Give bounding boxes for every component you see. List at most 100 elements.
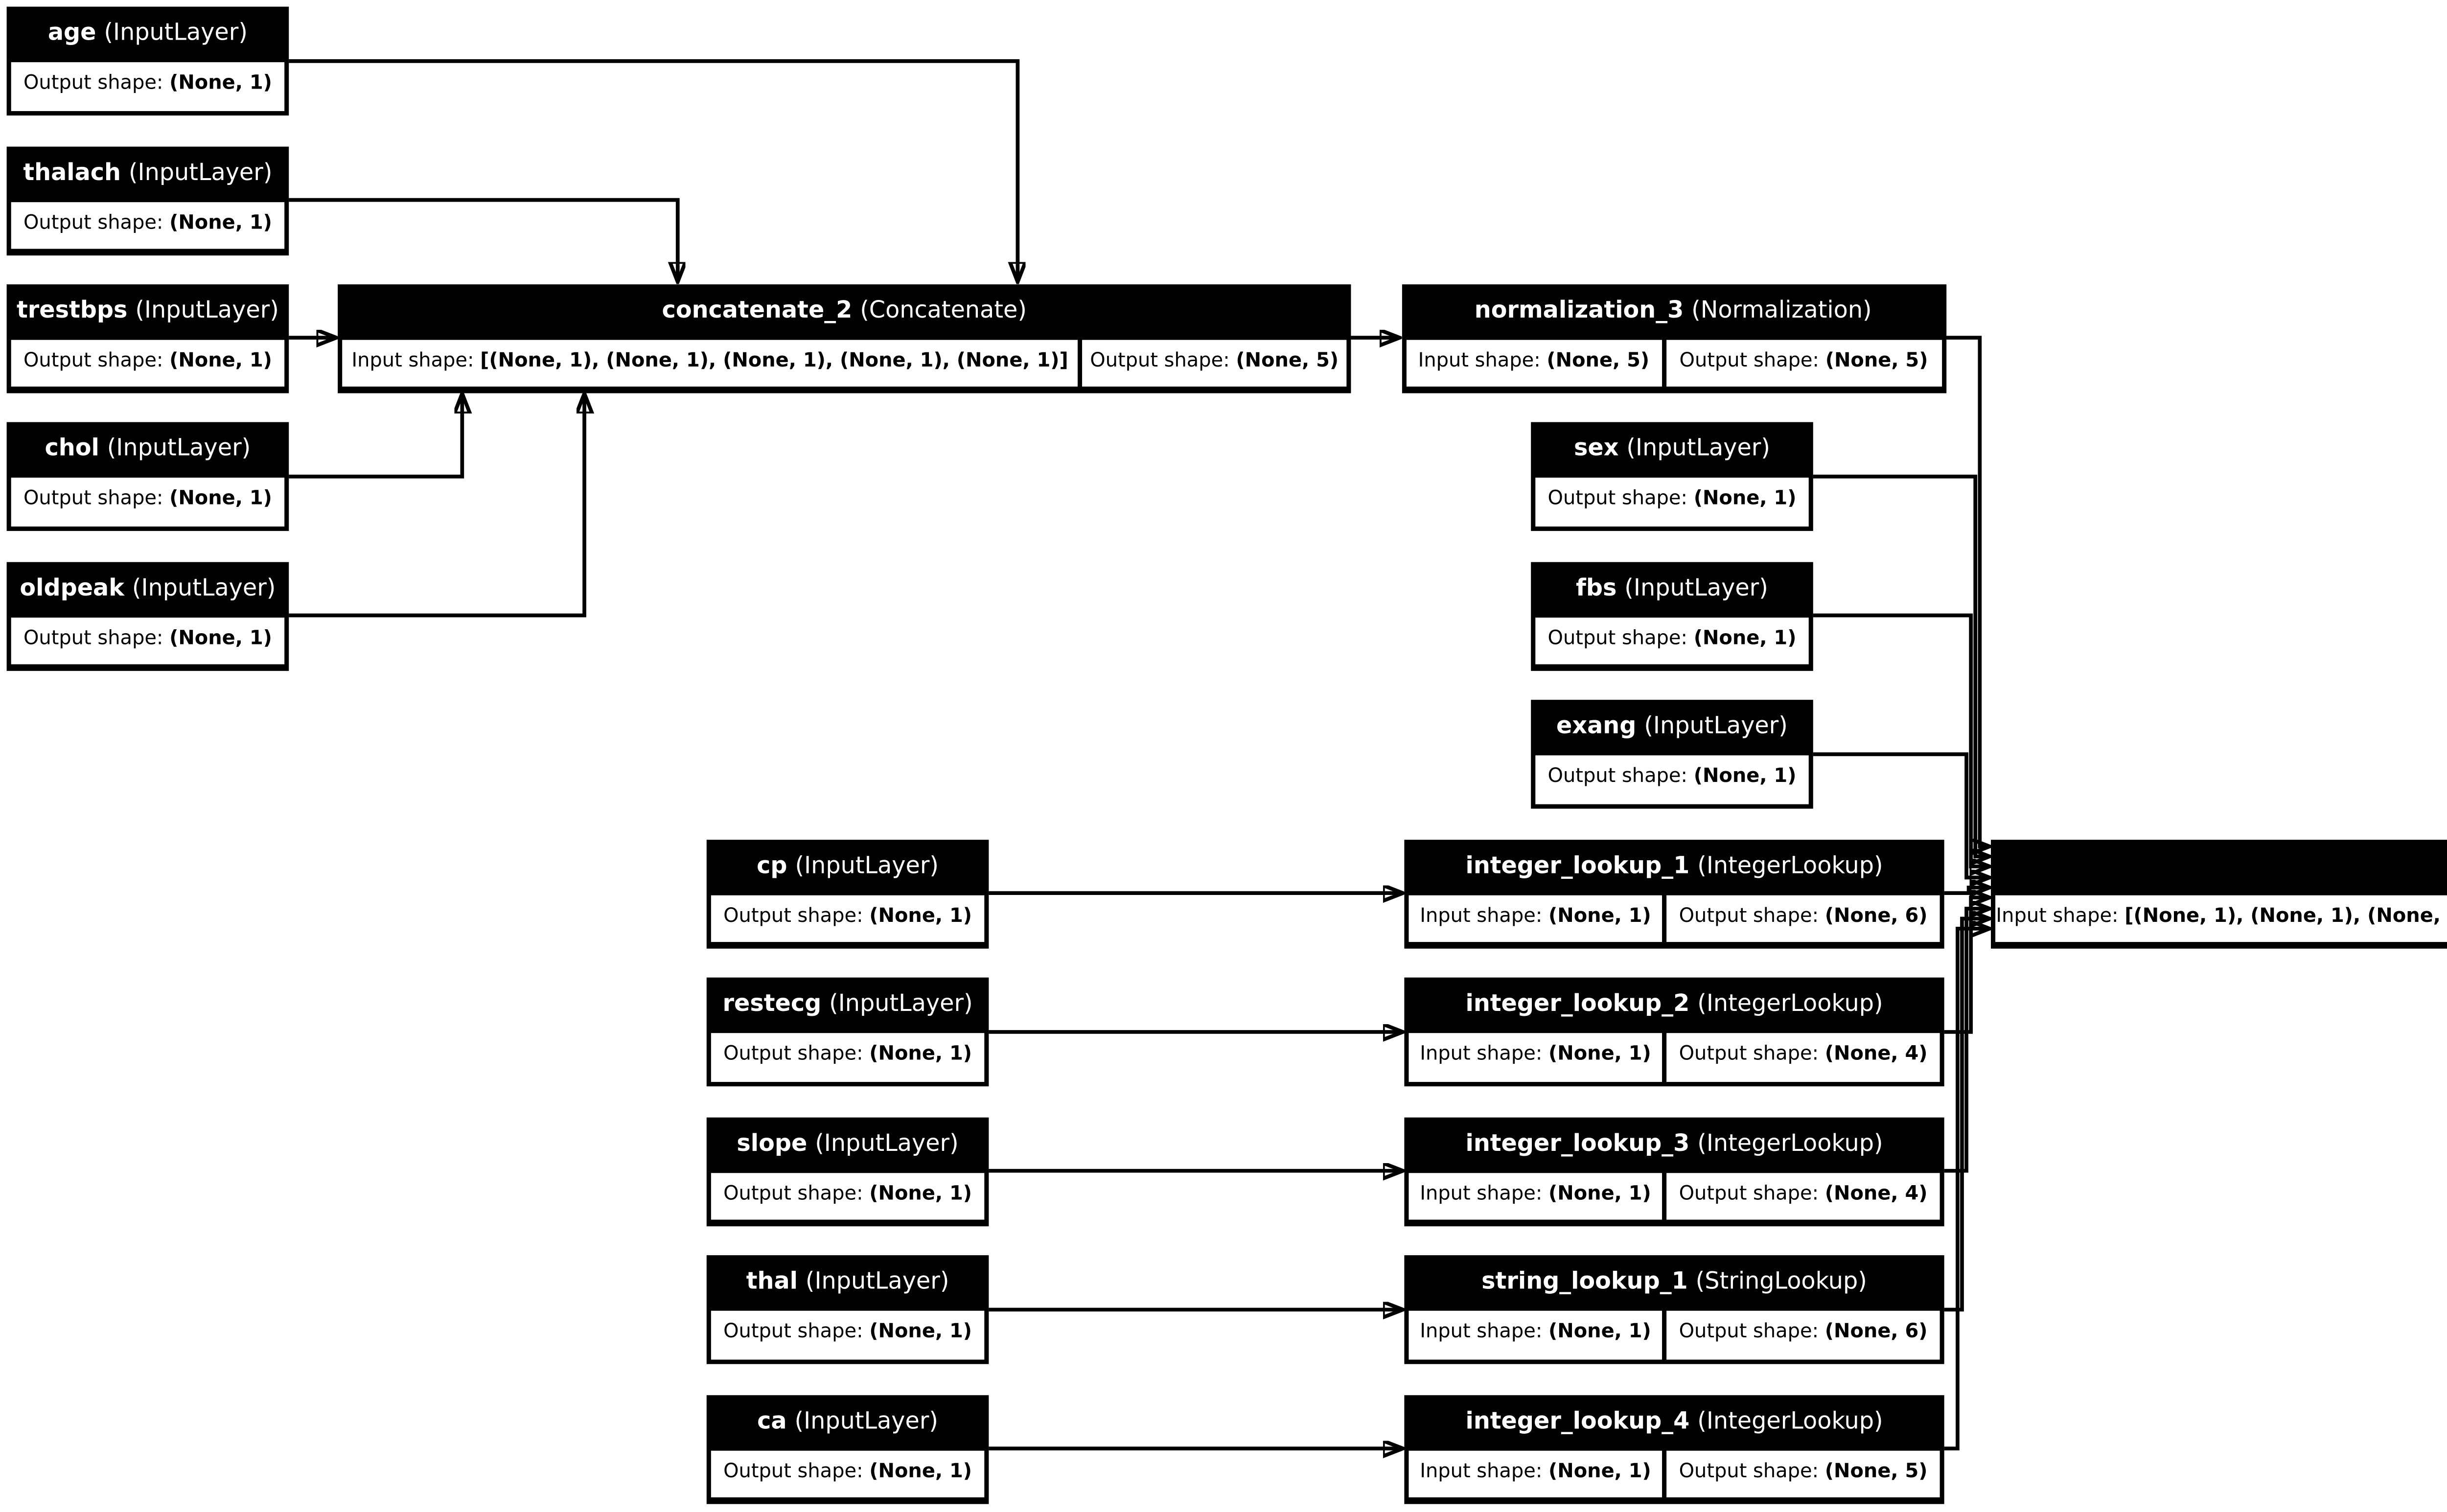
layer-title: normalization_3(Normalization) [1401, 283, 1945, 339]
shape-cell: Output shape: (None, 4) [1666, 1033, 1940, 1081]
edge-string_lookup_1-to-concatenate_3 [1944, 918, 1989, 1312]
shape-label: Output shape: [1679, 350, 1825, 373]
shape-label: Input shape: [1420, 1461, 1549, 1484]
shape-cell: Input shape: (None, 1) [1408, 894, 1662, 942]
shape-cells: Output shape: (None, 1) [711, 1449, 985, 1498]
layer-title: age(InputLayer) [7, 7, 289, 63]
shape-label: Output shape: [1547, 767, 1694, 790]
layer-type: (IntegerLookup) [1697, 852, 1883, 879]
shape-value: (None, 5) [1824, 1461, 1928, 1484]
layer-node-ca: ca(InputLayer)Output shape: (None, 1) [706, 1394, 989, 1503]
shape-value: (None, 1) [869, 1184, 972, 1206]
shape-cells: Input shape: (None, 1)Output shape: (Non… [1408, 894, 1940, 942]
layer-type: (Normalization) [1691, 297, 1872, 324]
shape-label: Output shape: [723, 1461, 870, 1484]
shape-cells: Output shape: (None, 1) [11, 201, 285, 249]
shape-cell: Output shape: (None, 1) [711, 1310, 985, 1359]
shape-label: Output shape: [1547, 628, 1694, 651]
layer-name: integer_lookup_1 [1465, 852, 1690, 879]
layer-type: (InputLayer) [132, 574, 276, 602]
layer-name: thal [746, 1269, 798, 1296]
shape-cell: Input shape: [(None, 1), (None, 1), (Non… [1994, 894, 2447, 942]
layer-type: (InputLayer) [1626, 436, 1770, 463]
shape-label: Output shape: [1679, 1461, 1825, 1484]
edge-integer_lookup_3-to-concatenate_3 [1944, 909, 1989, 1173]
shape-label: Output shape: [723, 1045, 870, 1067]
shape-value: (None, 1) [1548, 1184, 1651, 1206]
layer-name: exang [1556, 713, 1637, 741]
layer-type: (InputLayer) [794, 1408, 939, 1435]
shape-cells: Input shape: (None, 1)Output shape: (Non… [1408, 1310, 1940, 1359]
shape-cell: Output shape: (None, 6) [1666, 894, 1940, 942]
shape-value: (None, 1) [1693, 489, 1797, 512]
shape-cells: Input shape: (None, 1) Output shape: (Non… [1408, 1449, 1940, 1498]
shape-value: (None, 6) [1824, 1322, 1928, 1345]
shape-value: (None, 1) [869, 906, 972, 929]
shape-value: (None, 1) [169, 628, 272, 651]
shape-value: (None, 1) [1693, 767, 1797, 790]
shape-value: (None, 1) [1548, 1461, 1651, 1484]
layer-title: integer_lookup_3(IntegerLookup) [1404, 1116, 1944, 1172]
layer-type: (InputLayer) [135, 297, 279, 324]
edge-integer_lookup_1-to-concatenate_3 [1944, 888, 1989, 893]
layer-name: string_lookup_1 [1481, 1269, 1688, 1296]
layer-title: restecg(InputLayer) [707, 978, 989, 1033]
layer-node-thalach: thalach(InputLayer)Output shape: (None, … [6, 145, 289, 254]
layer-node-concatenate_2: concatenate_2(Concatenate)Input shape: [… [338, 283, 1351, 392]
layer-title: thalach(InputLayer) [7, 145, 289, 201]
layer-name: age [47, 20, 96, 47]
layer-type: (InputLayer) [107, 436, 251, 463]
shape-cells: Input shape: (None, 5)Output shape: (Non… [1405, 339, 1941, 387]
edge-sex-to-concatenate_3 [1813, 475, 1989, 856]
shape-cell: Output shape: (None, 1) [711, 894, 985, 942]
shape-cells: Output shape: (None, 1) [1535, 616, 1809, 664]
layer-name: sex [1574, 436, 1619, 463]
shape-label: Output shape: [1679, 1184, 1825, 1206]
shape-label: Output shape: [23, 350, 170, 373]
shape-cell: Output shape: (None, 1) [1535, 478, 1809, 526]
shape-cells: Output shape: (None, 1) [11, 339, 285, 387]
shape-label: Input shape: [1420, 1322, 1549, 1345]
layer-type: (StringLookup) [1695, 1269, 1867, 1296]
layer-name: slope [737, 1130, 808, 1157]
shape-label: Output shape: [1679, 906, 1825, 929]
shape-label: Output shape: [723, 906, 870, 929]
shape-label: Output shape: [723, 1322, 870, 1345]
layer-node-exang: exang(InputLayer)Output shape: (None, 1) [1531, 700, 1813, 809]
layer-name: concatenate_2 [662, 297, 853, 324]
layer-title: integer_lookup_1 (IntegerLookup) [1404, 839, 1944, 894]
shape-cells: Output shape: (None, 1) [711, 1171, 985, 1220]
layer-node-thal: thal(InputLayer)Output shape: (None, 1) [706, 1255, 989, 1364]
shape-value: (None, 5) [1825, 350, 1928, 373]
edge-integer_lookup_2-to-concatenate_3 [1944, 897, 1989, 1034]
shape-value: (None, 1) [1548, 1045, 1651, 1067]
shape-cell: Output shape: (None, 1) [11, 62, 285, 110]
layer-node-integer_lookup_4: integer_lookup_4(IntegerLookup)Input sha… [1404, 1394, 1944, 1503]
shape-cells: Input shape: (None, 1)Output shape: (Non… [1408, 1171, 1940, 1220]
shape-cells: Output shape: (None, 1) [711, 1033, 985, 1081]
shape-value: (None, 1) [1693, 628, 1797, 651]
shape-label: Input shape: [1420, 906, 1549, 929]
layer-node-normalization_3: normalization_3(Normalization)Input shap… [1401, 283, 1945, 392]
shape-value: (None, 1) [1548, 1322, 1651, 1345]
shape-cells: Output shape: (None, 1) [11, 62, 285, 110]
layer-name: integer_lookup_2 [1465, 991, 1690, 1018]
layer-title: slope(InputLayer) [707, 1116, 989, 1172]
edge-normalization_3-to-concatenate_3 [1945, 336, 1989, 847]
layer-title: concatenate_3(Concatenate) [1990, 839, 2447, 894]
shape-label: Input shape: [1420, 1184, 1549, 1206]
shape-cells: Input shape: [(None, 1), (None, 1), (Non… [1994, 894, 2447, 942]
layer-title: exang(InputLayer) [1531, 700, 1813, 756]
layer-type: (InputLayer) [829, 991, 973, 1018]
edge-oldpeak-to-concatenate_2 [289, 394, 584, 618]
edge-integer_lookup_4-to-concatenate_3 [1944, 929, 1989, 1451]
shape-cell: Output shape: (None, 1) [11, 478, 285, 526]
shape-cell: Output shape: (None, 1) [1535, 755, 1809, 803]
shape-label: Output shape: [1679, 1045, 1825, 1067]
layer-node-integer_lookup_1: integer_lookup_1 (IntegerLookup) Input sha… [1404, 838, 1944, 948]
shape-cell: Output shape: (None, 1) [11, 616, 285, 664]
layer-title: ca(InputLayer) [707, 1394, 989, 1450]
shape-cell: Output shape: (None, 1) [11, 201, 285, 249]
shape-label: Output shape: [1090, 350, 1236, 373]
